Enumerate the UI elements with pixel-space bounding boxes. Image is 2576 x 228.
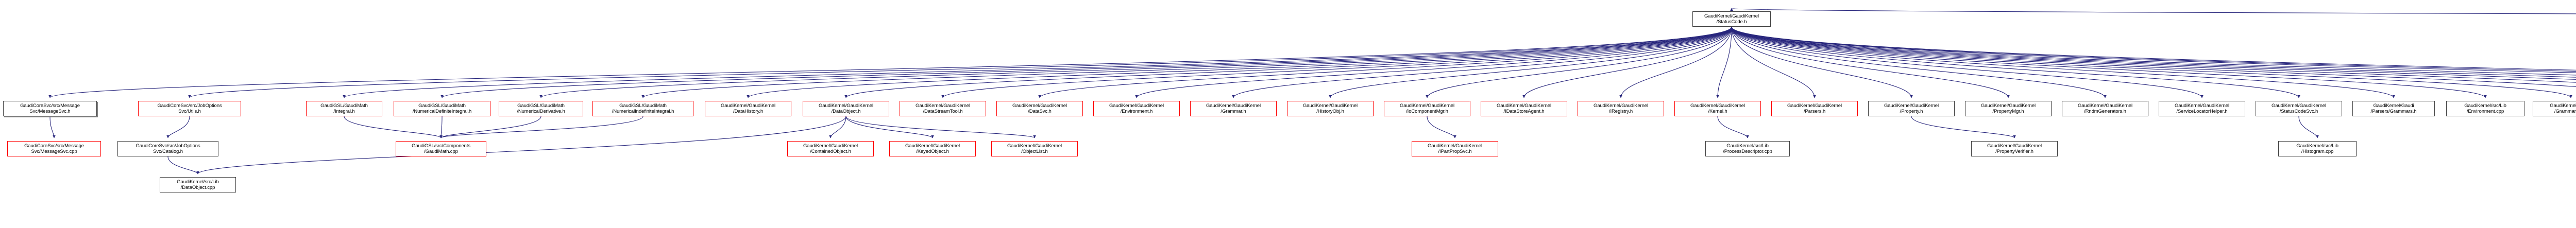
graph-node[interactable]: GaudiKernel/GaudiKernel /Environment.h	[1093, 101, 1180, 116]
graph-edge	[1329, 26, 1732, 98]
graph-node[interactable]: GaudiCoreSvc/src/JobOptions Svc/Utils.h	[138, 101, 241, 116]
graph-edge	[845, 116, 1036, 138]
graph-edge	[1731, 26, 1913, 98]
graph-node[interactable]: GaudiKernel/GaudiKernel /Property.h	[1868, 101, 1955, 116]
graph-edge	[1731, 26, 2576, 78]
graph-node[interactable]: GaudiGSL/GaudiMath /NumericalDerivative.…	[499, 101, 583, 116]
graph-edge	[1731, 26, 2576, 87]
graph-edge	[1731, 26, 2107, 98]
graph-node[interactable]: GaudiKernel/GaudiKernel /ContainedObject…	[787, 141, 874, 156]
graph-node[interactable]: GaudiGSL/GaudiMath /Integral.h	[306, 101, 382, 116]
graph-node[interactable]: GaudiKernel/GaudiKernel /ObjectList.h	[991, 141, 1078, 156]
graph-edge	[1717, 116, 1749, 138]
graph-node[interactable]: GaudiCoreSvc/src/JobOptions Svc/Catalog.…	[117, 141, 218, 156]
graph-node[interactable]: GaudiGSL/GaudiMath /NumericalDefiniteInt…	[394, 101, 490, 116]
graph-edge	[1731, 26, 2576, 83]
graph-node[interactable]: GaudiGSL/src/Components /GaudiMath.cpp	[396, 141, 486, 156]
graph-edge	[1731, 26, 1816, 98]
graph-node[interactable]: GaudiKernel/src/Lib /DataObject.cpp	[160, 177, 236, 192]
graph-node[interactable]: GaudiKernel/GaudiKernel /IPartPropSvc.h	[1412, 141, 1498, 156]
graph-node[interactable]: GaudiKernel/GaudiKernel /HistoryObj.h	[1287, 101, 1374, 116]
graph-edge	[167, 156, 199, 174]
graph-node[interactable]: GaudiKernel/GaudiKernel /DataSvc.h	[996, 101, 1083, 116]
graph-node[interactable]: GaudiKernel/src/Lib /Grammars.cpp	[2533, 101, 2576, 116]
graph-edge	[1731, 26, 2395, 98]
graph-node[interactable]: GaudiKernel/GaudiKernel /StatusCodeSvc.h	[2256, 101, 2342, 116]
graph-edge	[1731, 26, 2576, 76]
graph-edge	[1911, 116, 2016, 138]
graph-edge	[1731, 26, 2572, 98]
graph-node[interactable]: GaudiKernel/GaudiKernel /Parsers.h	[1771, 101, 1858, 116]
graph-edge	[1731, 26, 2204, 98]
graph-edge	[1427, 116, 1456, 138]
graph-edge	[440, 26, 1732, 98]
graph-edge	[641, 26, 1732, 98]
graph-edge	[829, 116, 846, 138]
graph-edge	[1716, 26, 1732, 98]
graph-edge	[196, 116, 846, 174]
graph-node[interactable]: GaudiKernel/GaudiKernel /KeyedObject.h	[889, 141, 976, 156]
graph-edge	[844, 26, 1732, 98]
graph-node[interactable]: GaudiCoreSvc/src/Message Svc/MessageSvc.…	[7, 141, 101, 156]
graph-node[interactable]: GaudiKernel/GaudiKernel /DataHistory.h	[705, 101, 791, 116]
graph-edge	[439, 116, 443, 138]
graph-node[interactable]: GaudiGSL/GaudiMath /NumericalIndefiniteI…	[592, 101, 693, 116]
graph-node[interactable]: GaudiCoreSvc/src/Message Svc/MessageSvc.…	[3, 101, 97, 116]
graph-edge	[747, 26, 1732, 98]
graph-edge	[1731, 8, 2576, 14]
graph-edge	[188, 26, 1732, 98]
graph-edge	[1731, 26, 2010, 98]
graph-edge	[439, 116, 541, 138]
graph-node[interactable]: GaudiKernel/GaudiKernel /Kernel.h	[1674, 101, 1761, 116]
graph-edge	[1522, 26, 1732, 98]
graph-node[interactable]: GaudiKernel/GaudiKernel /PropertyVerifie…	[1971, 141, 2058, 156]
graph-edge	[1619, 26, 1732, 98]
graph-node[interactable]: GaudiKernel/GaudiKernel /IoComponentMgr.…	[1384, 101, 1470, 116]
graph-edge	[1232, 26, 1732, 98]
graph-node[interactable]: GaudiKernel/GaudiKernel /IDataStoreAgent…	[1481, 101, 1567, 116]
graph-edge	[1135, 26, 1732, 98]
graph-node[interactable]: GaudiKernel/src/Lib /Environment.cpp	[2446, 101, 2524, 116]
graph-edge	[941, 26, 1732, 98]
graph-edge	[1038, 26, 1732, 98]
graph-edge	[166, 116, 190, 138]
graph-edge	[1731, 26, 2576, 72]
graph-node[interactable]: GaudiKernel/GaudiKernel /Grammar.h	[1190, 101, 1277, 116]
graph-edge	[49, 116, 56, 138]
graph-node[interactable]: GaudiKernel/GaudiKernel /StatusCode.h	[1692, 11, 1771, 27]
graph-edge	[1731, 26, 2576, 80]
graph-node[interactable]: GaudiKernel/GaudiKernel /RndmGenerators.…	[2062, 101, 2148, 116]
graph-node[interactable]: GaudiKernel/GaudiKernel /DataObject.h	[803, 101, 889, 116]
graph-edge	[344, 116, 443, 138]
graph-edge	[845, 116, 934, 138]
graph-edge	[1426, 26, 1732, 98]
graph-edge	[2298, 116, 2319, 138]
graph-edge	[48, 26, 1732, 98]
graph-edge	[1731, 26, 2487, 98]
graph-edge	[1731, 26, 2576, 73]
graph-node[interactable]: GaudiKernel/Gaudi /Parsers/Grammars.h	[2352, 101, 2435, 116]
graph-edge	[1731, 26, 2576, 71]
graph-node[interactable]: GaudiKernel/src/Lib /Histogram.cpp	[2278, 141, 2357, 156]
graph-edge	[539, 26, 1732, 98]
graph-node[interactable]: GaudiKernel/GaudiKernel /ServiceLocatorH…	[2159, 101, 2245, 116]
graph-edge	[1731, 26, 2300, 98]
graph-node[interactable]: GaudiKernel/GaudiKernel /PropertyMgr.h	[1965, 101, 2052, 116]
graph-node[interactable]: GaudiKernel/src/Lib /ProcessDescriptor.c…	[1705, 141, 1790, 156]
graph-edge	[439, 116, 643, 138]
graph-node[interactable]: GaudiKernel/GaudiKernel /IRegistry.h	[1578, 101, 1664, 116]
graph-node[interactable]: GaudiKernel/GaudiKernel /DataStreamTool.…	[900, 101, 986, 116]
graph-edge	[343, 26, 1732, 98]
